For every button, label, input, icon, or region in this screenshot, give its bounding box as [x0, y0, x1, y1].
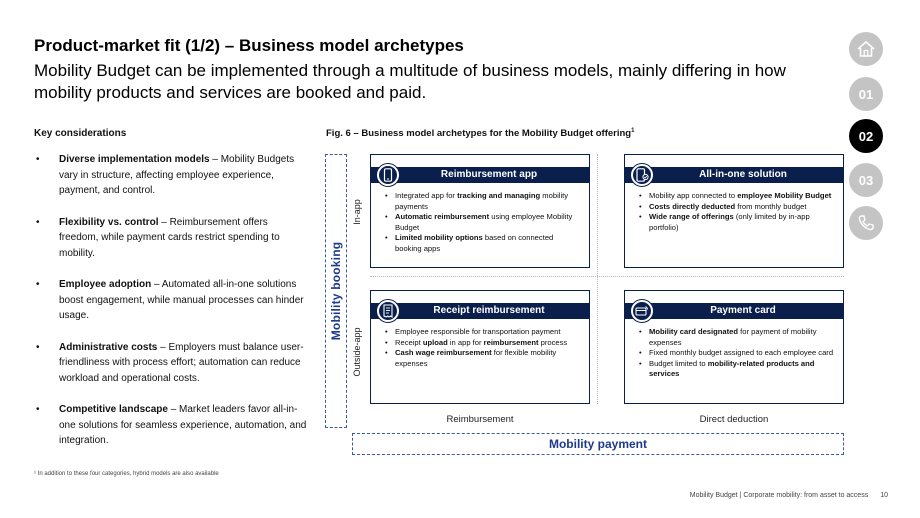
column-label-direct-deduction: Direct deduction [699, 414, 769, 425]
card-reimbursement-app: Reimbursement app Integrated app for tra… [370, 154, 590, 268]
card-bullet: Cash wage reimbursement for flexible mob… [381, 348, 581, 369]
page-subtitle: Mobility Budget can be implemented throu… [34, 61, 786, 102]
card-title: Payment card [625, 303, 843, 319]
phone-app-icon [631, 164, 653, 186]
quadrant-divider-horizontal [370, 276, 844, 277]
row-label-outside-app: Outside-app [352, 327, 362, 377]
card-bullets: Integrated app for tracking and managing… [371, 191, 589, 254]
home-icon[interactable] [849, 32, 883, 66]
nav-section-01[interactable]: 01 [849, 77, 883, 111]
card-bullet: Mobility card designated for payment of … [635, 327, 835, 348]
card-bullet: Receipt upload in app for reimbursement … [381, 338, 581, 349]
figure-caption: Fig. 6 – Business model archetypes for t… [326, 128, 635, 140]
consideration-item: Administrative costs – Employers must ba… [34, 340, 309, 387]
page-number: 10 [880, 492, 888, 499]
card-bullet: Fixed monthly budget assigned to each em… [635, 348, 835, 359]
row-label-in-app: In-app [352, 199, 362, 225]
footer-text: Mobility Budget | Corporate mobility: fr… [689, 492, 869, 499]
card-bullets: Mobility app connected to employee Mobil… [625, 191, 843, 233]
key-considerations-heading: Key considerations [34, 128, 127, 139]
booking-axis-label: Mobility booking [329, 241, 343, 341]
card-bullet: Budget limited to mobility-related produ… [635, 359, 835, 380]
card-bullet: Wide range of offerings (only limited by… [635, 212, 835, 233]
card-bullet: Integrated app for tracking and managing… [381, 191, 581, 212]
footnote: ¹ In addition to these four categories, … [34, 471, 219, 477]
consideration-item: Competitive landscape – Market leaders f… [34, 402, 309, 449]
payment-axis-label: Mobility payment [352, 433, 844, 455]
card-receipt-reimbursement: Receipt reimbursement Employee responsib… [370, 290, 590, 404]
card-bullet: Costs directly deducted from monthly bud… [635, 202, 835, 213]
consideration-item: Employee adoption – Automated all-in-one… [34, 277, 309, 324]
consideration-item: Diverse implementation models – Mobility… [34, 152, 309, 199]
card-title: Reimbursement app [371, 167, 589, 183]
card-title: All-in-one solution [625, 167, 843, 183]
card-bullet: Automatic reimbursement using employee M… [381, 212, 581, 233]
card-bullet: Limited mobility options based on connec… [381, 233, 581, 254]
key-considerations-list: Diverse implementation models – Mobility… [34, 152, 309, 465]
booking-axis-frame [325, 154, 347, 428]
nav-section-02[interactable]: 02 [849, 119, 883, 153]
smartphone-icon [377, 164, 399, 186]
card-bullets: Mobility card designated for payment of … [625, 327, 843, 380]
column-label-reimbursement: Reimbursement [446, 414, 514, 425]
card-bullet: Employee responsible for transportation … [381, 327, 581, 338]
card-payment-card: Payment card Mobility card designated fo… [624, 290, 844, 404]
card-title: Receipt reimbursement [371, 303, 589, 319]
page-title: Product-market fit (1/2) – Business mode… [34, 36, 464, 55]
quadrant-divider-vertical [597, 154, 598, 404]
card-all-in-one: All-in-one solution Mobility app connect… [624, 154, 844, 268]
card-bullet: Mobility app connected to employee Mobil… [635, 191, 835, 202]
receipt-icon [377, 300, 399, 322]
nav-section-03[interactable]: 03 [849, 163, 883, 197]
consideration-item: Flexibility vs. control – Reimbursement … [34, 215, 309, 262]
card-bullets: Employee responsible for transportation … [371, 327, 589, 369]
page-footer: Mobility Budget | Corporate mobility: fr… [690, 492, 888, 499]
phone-icon[interactable] [849, 206, 883, 240]
payment-card-icon [631, 300, 653, 322]
